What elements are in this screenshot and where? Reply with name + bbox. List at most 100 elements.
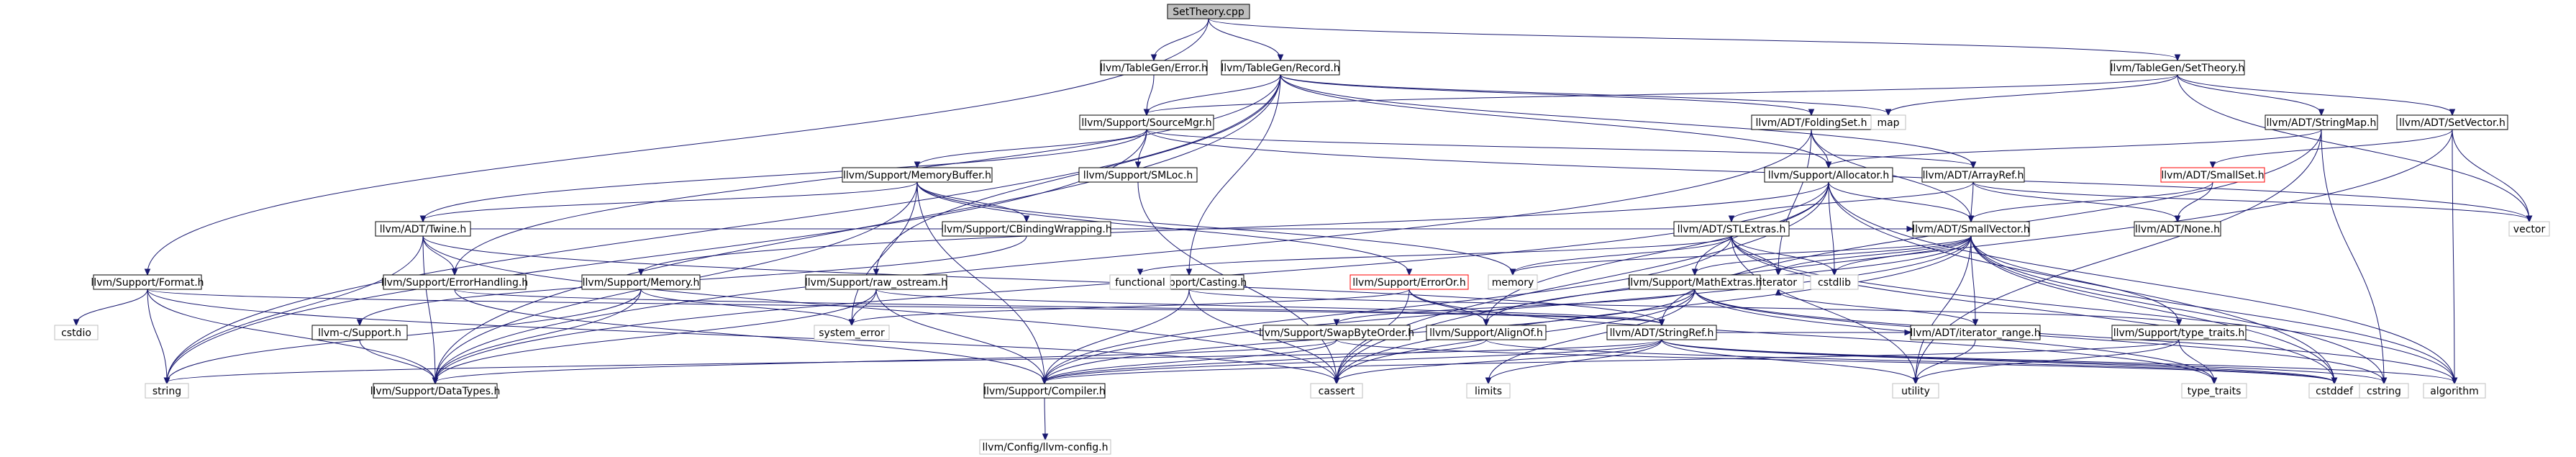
arrowhead-tg_settheory-to-map	[1885, 109, 1892, 117]
node-smallvector[interactable]: llvm/ADT/SmallVector.h	[1912, 221, 2030, 237]
node-cstring[interactable]: cstring	[2359, 383, 2409, 399]
node-box-swapbyteorder[interactable]	[1262, 325, 1411, 340]
node-box-vector[interactable]	[2508, 221, 2550, 237]
node-allocator[interactable]: llvm/Support/Allocator.h	[1764, 167, 1893, 183]
node-twine[interactable]: llvm/ADT/Twine.h	[375, 221, 471, 237]
node-box-memorybuffer[interactable]	[842, 167, 993, 183]
arrowhead-smallvector-to-memory	[1509, 268, 1516, 276]
node-box-stringmap[interactable]	[2265, 114, 2378, 130]
node-cassert[interactable]: cassert	[1310, 383, 1363, 399]
node-box-errorhandling[interactable]	[383, 274, 527, 290]
node-box-smallset[interactable]	[2160, 167, 2265, 183]
node-erroror[interactable]: llvm/Support/ErrorOr.h	[1350, 274, 1469, 290]
node-format[interactable]: llvm/Support/Format.h	[91, 274, 204, 290]
node-tg_record[interactable]: llvm/TableGen/Record.h	[1221, 60, 1340, 76]
node-cbinding[interactable]: llvm/Support/CBindingWrapping.h	[941, 221, 1112, 237]
node-llvmconfig[interactable]: llvm/Config/llvm-config.h	[979, 439, 1111, 455]
node-box-format[interactable]	[93, 274, 202, 290]
node-memorybuffer[interactable]: llvm/Support/MemoryBuffer.h	[842, 167, 993, 183]
node-vector[interactable]: vector	[2508, 221, 2550, 237]
node-cstddef[interactable]: cstddef	[2308, 383, 2360, 399]
node-iteratorrange[interactable]: llvm/ADT/iterator_range.h	[1910, 325, 2041, 340]
node-mathextras[interactable]: llvm/Support/MathExtras.h	[1627, 274, 1762, 290]
node-box-system_error[interactable]	[814, 325, 890, 340]
node-box-compiler[interactable]	[983, 383, 1106, 399]
node-utility[interactable]: utility	[1892, 383, 1939, 399]
node-smallset[interactable]: llvm/ADT/SmallSet.h	[2160, 167, 2265, 183]
node-box-allocator[interactable]	[1764, 167, 1893, 183]
node-label-rawostream: llvm/Support/raw_ostream.h	[805, 277, 947, 289]
node-box-setvector[interactable]	[2396, 114, 2508, 130]
node-box-settheory[interactable]	[1167, 4, 1250, 19]
node-box-string[interactable]	[145, 383, 189, 399]
node-box-memory[interactable]	[1488, 274, 1538, 290]
node-box-tg_error[interactable]	[1100, 60, 1208, 76]
node-map[interactable]: map	[1870, 114, 1906, 130]
node-box-smallvector[interactable]	[1912, 221, 2030, 237]
node-stlextras[interactable]: llvm/ADT/STLExtras.h	[1673, 221, 1790, 237]
node-alignof[interactable]: llvm/Support/AlignOf.h	[1426, 325, 1547, 340]
node-none[interactable]: llvm/ADT/None.h	[2134, 221, 2221, 237]
node-box-type_traits[interactable]	[2181, 383, 2247, 399]
node-box-csupport[interactable]	[311, 325, 408, 340]
node-arrayref[interactable]: llvm/ADT/ArrayRef.h	[1921, 167, 2025, 183]
node-box-cstdio[interactable]	[54, 325, 99, 340]
node-functional[interactable]: functional	[1109, 274, 1171, 290]
node-box-alignof[interactable]	[1426, 325, 1547, 340]
node-memory[interactable]: memory	[1488, 274, 1538, 290]
node-datatypes[interactable]: llvm/Support/DataTypes.h	[370, 383, 501, 399]
node-algorithm[interactable]: algorithm	[2423, 383, 2486, 399]
node-box-cassert[interactable]	[1310, 383, 1363, 399]
node-box-functional[interactable]	[1109, 274, 1171, 290]
node-box-rawostream[interactable]	[805, 274, 947, 290]
node-csupport[interactable]: llvm-c/Support.h	[311, 325, 408, 340]
arrowhead-memorybuffer-to-cbinding	[1023, 215, 1030, 223]
node-system_error[interactable]: system_error	[814, 325, 890, 340]
node-stringref[interactable]: llvm/ADT/StringRef.h	[1606, 325, 1717, 340]
node-box-memory_h[interactable]	[581, 274, 701, 290]
node-box-mathextras[interactable]	[1629, 274, 1761, 290]
node-string[interactable]: string	[145, 383, 189, 399]
node-box-stlextras[interactable]	[1673, 221, 1790, 237]
node-tg_error[interactable]: llvm/TableGen/Error.h	[1100, 60, 1208, 76]
node-box-algorithm[interactable]	[2423, 383, 2486, 399]
node-box-tg_record[interactable]	[1221, 60, 1340, 76]
node-limits[interactable]: limits	[1466, 383, 1511, 399]
edge-stringmap-to-allocator	[1828, 129, 2322, 167]
node-box-smloc[interactable]	[1078, 167, 1198, 183]
node-smloc[interactable]: llvm/Support/SMLoc.h	[1078, 167, 1198, 183]
node-box-limits[interactable]	[1466, 383, 1511, 399]
node-box-utility[interactable]	[1892, 383, 1939, 399]
node-errorhandling[interactable]: llvm/Support/ErrorHandling.h	[381, 274, 528, 290]
node-cstdlib[interactable]: cstdlib	[1810, 274, 1859, 290]
node-swapbyteorder[interactable]: llvm/Support/SwapByteOrder.h	[1259, 325, 1414, 340]
node-box-map[interactable]	[1870, 114, 1906, 130]
node-iterator[interactable]: iterator	[1752, 274, 1804, 290]
node-box-cstdlib[interactable]	[1810, 274, 1859, 290]
node-stringmap[interactable]: llvm/ADT/StringMap.h	[2265, 114, 2378, 130]
node-box-stringref[interactable]	[1606, 325, 1717, 340]
node-box-arrayref[interactable]	[1921, 167, 2025, 183]
node-box-cstring[interactable]	[2359, 383, 2409, 399]
node-rawostream[interactable]: llvm/Support/raw_ostream.h	[805, 274, 947, 290]
node-box-twine[interactable]	[375, 221, 471, 237]
node-compiler[interactable]: llvm/Support/Compiler.h	[983, 383, 1106, 399]
node-box-none[interactable]	[2134, 221, 2221, 237]
node-typetraits_h[interactable]: llvm/Support/type_traits.h	[2111, 325, 2247, 340]
node-box-iteratorrange[interactable]	[1910, 325, 2041, 340]
node-box-erroror[interactable]	[1350, 274, 1469, 290]
node-memory_h[interactable]: llvm/Support/Memory.h	[581, 274, 701, 290]
node-box-sourcemgr[interactable]	[1079, 114, 1214, 130]
node-setvector[interactable]: llvm/ADT/SetVector.h	[2396, 114, 2508, 130]
node-sourcemgr[interactable]: llvm/Support/SourceMgr.h	[1079, 114, 1214, 130]
node-type_traits[interactable]: type_traits	[2181, 383, 2247, 399]
node-foldingset[interactable]: llvm/ADT/FoldingSet.h	[1751, 114, 1872, 130]
node-box-typetraits_h[interactable]	[2111, 325, 2247, 340]
node-settheory[interactable]: SetTheory.cpp	[1167, 4, 1250, 19]
node-box-cbinding[interactable]	[942, 221, 1111, 237]
node-box-tg_settheory[interactable]	[2110, 60, 2245, 76]
node-tg_settheory[interactable]: llvm/TableGen/SetTheory.h	[2110, 60, 2245, 76]
node-box-datatypes[interactable]	[373, 383, 498, 399]
node-cstdio[interactable]: cstdio	[54, 325, 99, 340]
node-box-llvmconfig[interactable]	[979, 439, 1111, 455]
